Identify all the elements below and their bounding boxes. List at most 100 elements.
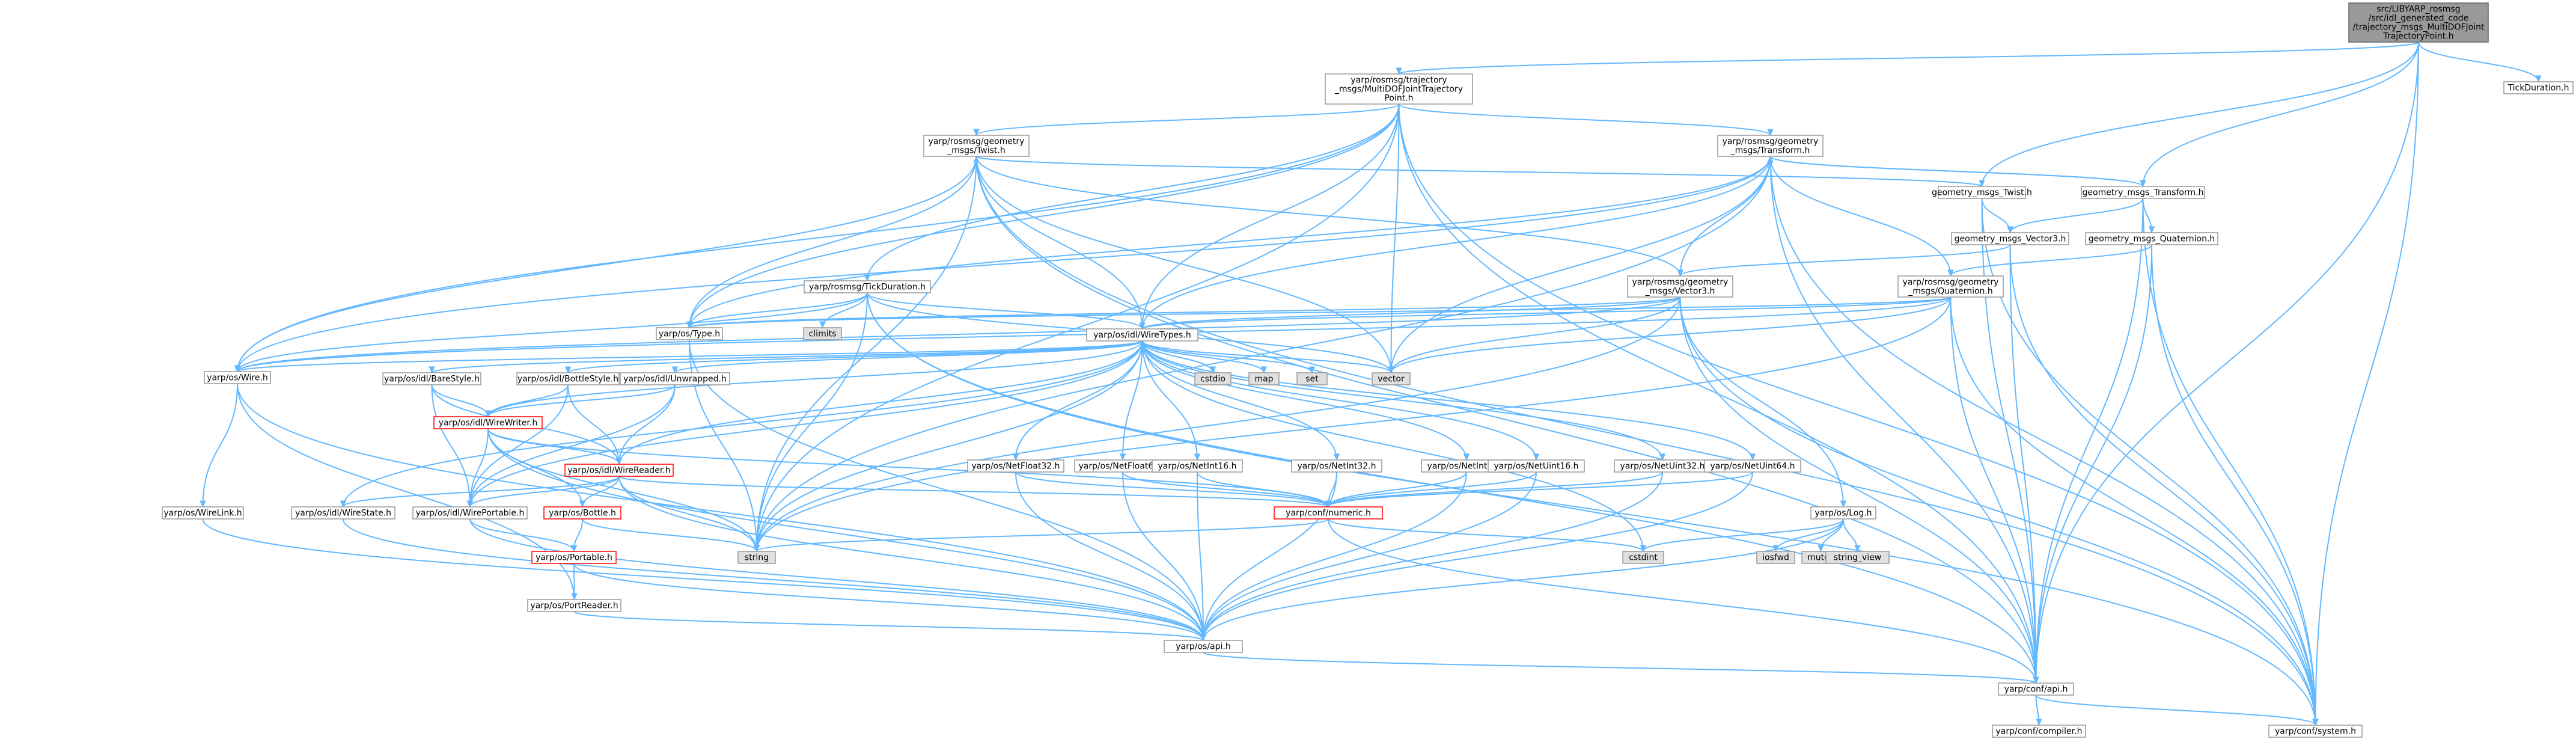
node-unwrapped[interactable]: yarp/os/idl/Unwrapped.h bbox=[620, 372, 730, 385]
edge-wiretypes-to-netint32 bbox=[1141, 340, 1340, 461]
node-netfloat32[interactable]: yarp/os/NetFloat32.h bbox=[967, 459, 1064, 473]
node-label: yarp/os/idl/WireWriter.h bbox=[439, 418, 537, 428]
edge-tickduration-to-climits bbox=[819, 292, 868, 329]
node-map[interactable]: map bbox=[1248, 372, 1280, 385]
node-label: climits bbox=[809, 330, 837, 339]
node-box bbox=[1951, 232, 2069, 245]
node-cstdint[interactable]: cstdint bbox=[1622, 551, 1664, 564]
node-netint32[interactable]: yarp/os/NetInt32.h bbox=[1291, 459, 1382, 473]
node-gm_twist[interactable]: geometry_msgs_Twist.h bbox=[1932, 186, 2032, 199]
node-wiretypes[interactable]: yarp/os/idl/WireTypes.h bbox=[1086, 328, 1198, 342]
node-label: yarp/os/idl/WireReader.h bbox=[567, 466, 670, 476]
node-label: yarp/os/NetFloat64.h bbox=[1078, 462, 1167, 471]
node-box bbox=[1325, 73, 1473, 105]
edge-wiretypes-to-barestyle bbox=[429, 340, 1143, 374]
node-tickduration[interactable]: yarp/rosmsg/TickDuration.h bbox=[804, 280, 931, 293]
node-barestyle[interactable]: yarp/os/idl/BareStyle.h bbox=[382, 372, 481, 385]
node-bottle[interactable]: yarp/os/Bottle.h bbox=[543, 506, 621, 520]
node-wire[interactable]: yarp/os/Wire.h bbox=[204, 371, 271, 384]
node-netuint16[interactable]: yarp/os/NetUint16.h bbox=[1488, 459, 1585, 473]
edge-conf_api-to-compiler bbox=[2035, 694, 2042, 726]
node-label: yarp/conf/system.h bbox=[2275, 727, 2356, 737]
edge-wireportable-to-portable bbox=[469, 518, 578, 553]
edge-geo_vector3-to-system bbox=[1679, 296, 2319, 726]
edge-geo_transform-to-type_h bbox=[686, 156, 1771, 329]
edge-geo_quat-to-system bbox=[1950, 296, 2319, 726]
node-iosfwd[interactable]: iosfwd bbox=[1756, 551, 1795, 564]
edge-gm_quat-to-system bbox=[2151, 244, 2319, 726]
node-label: /src/idl_generated_code bbox=[2369, 14, 2469, 23]
node-label: yarp/os/idl/WireTypes.h bbox=[1093, 331, 1191, 340]
node-label: yarp/os/NetUint64.h bbox=[1710, 462, 1795, 471]
edge-portable-to-portreader bbox=[571, 563, 578, 601]
node-label: yarp/os/idl/WirePortable.h bbox=[416, 509, 525, 518]
edge-wiretypes-to-netfloat32 bbox=[1012, 340, 1143, 461]
edge-gm_transform-to-gm_quat bbox=[2142, 198, 2155, 234]
node-label: yarp/os/NetUint16.h bbox=[1494, 462, 1578, 471]
node-label: yarp/rosmsg/trajectory bbox=[1351, 76, 1447, 85]
node-gm_quat[interactable]: geometry_msgs_Quaternion.h bbox=[2085, 232, 2218, 245]
node-system[interactable]: yarp/conf/system.h bbox=[2268, 725, 2363, 738]
node-box bbox=[737, 551, 776, 564]
node-gm_vector3[interactable]: geometry_msgs_Vector3.h bbox=[1951, 232, 2069, 245]
edge-mdjtp-to-geo_transform bbox=[1398, 103, 1774, 136]
node-vector[interactable]: vector bbox=[1372, 372, 1411, 385]
node-label: iosfwd bbox=[1762, 553, 1789, 563]
edge-wiretypes-to-wire bbox=[234, 340, 1143, 373]
edge-geo_transform-to-wire bbox=[234, 156, 1771, 373]
node-tick_dur_top[interactable]: TickDuration.h bbox=[2503, 81, 2574, 94]
node-cstdio[interactable]: cstdio bbox=[1194, 372, 1232, 385]
node-geo_transform[interactable]: yarp/rosmsg/geometry_msgs/Transform.h bbox=[1717, 135, 1824, 157]
node-string[interactable]: string bbox=[737, 551, 776, 564]
node-label: yarp/os/idl/Unwrapped.h bbox=[623, 375, 727, 384]
node-portreader[interactable]: yarp/os/PortReader.h bbox=[527, 599, 621, 612]
node-wireportable[interactable]: yarp/os/idl/WirePortable.h bbox=[412, 506, 528, 520]
edge-wire-to-wirelink bbox=[200, 383, 238, 508]
node-label: yarp/os/WireLink.h bbox=[163, 509, 242, 518]
node-wirereader[interactable]: yarp/os/idl/WireReader.h bbox=[564, 464, 674, 477]
node-mdjtp[interactable]: yarp/rosmsg/trajectory_msgs/MultiDOFJoin… bbox=[1325, 73, 1473, 105]
node-geo_twist[interactable]: yarp/rosmsg/geometry_msgs/Twist.h bbox=[923, 135, 1030, 157]
node-label: src/LIBYARP_rosmsg bbox=[2376, 5, 2460, 14]
edge-numeric-to-conf_api bbox=[1328, 518, 2039, 684]
edge-netfloat32-to-os_api bbox=[1015, 471, 1207, 642]
node-os_api[interactable]: yarp/os/api.h bbox=[1164, 640, 1243, 653]
edge-wiretypes-to-wireportable bbox=[466, 340, 1143, 508]
edge-conf_api-to-system bbox=[2035, 694, 2319, 726]
node-label: cstdint bbox=[1629, 553, 1658, 563]
node-type_h[interactable]: yarp/os/Type.h bbox=[656, 327, 723, 340]
node-bottlestyle[interactable]: yarp/os/idl/BottleStyle.h bbox=[516, 372, 620, 385]
edge-wire-to-portreader bbox=[237, 383, 578, 601]
node-wirelink[interactable]: yarp/os/WireLink.h bbox=[162, 506, 244, 520]
edge-wireportable-to-os_api bbox=[469, 518, 1207, 642]
edge-gm_transform-to-system bbox=[2142, 198, 2319, 726]
node-geo_vector3[interactable]: yarp/rosmsg/geometry_msgs/Vector3.h bbox=[1627, 275, 1733, 298]
node-netuint32[interactable]: yarp/os/NetUint32.h bbox=[1614, 459, 1711, 473]
edge-log-to-cstdint bbox=[1640, 518, 1844, 553]
node-netfloat64[interactable]: yarp/os/NetFloat64.h bbox=[1074, 459, 1171, 473]
node-compiler[interactable]: yarp/conf/compiler.h bbox=[1992, 725, 2086, 738]
node-geo_quat[interactable]: yarp/rosmsg/geometry_msgs/Quaternion.h bbox=[1897, 275, 2004, 298]
node-climits[interactable]: climits bbox=[803, 327, 842, 340]
node-box bbox=[1627, 275, 1733, 298]
node-root[interactable]: src/LIBYARP_rosmsg/src/idl_generated_cod… bbox=[2348, 2, 2489, 43]
node-conf_api[interactable]: yarp/conf/api.h bbox=[1998, 682, 2074, 696]
node-gm_transform[interactable]: geometry_msgs_Transform.h bbox=[2081, 186, 2205, 199]
node-label: yarp/os/idl/BareStyle.h bbox=[384, 375, 480, 384]
edge-geo_quat-to-wiretypes bbox=[1139, 296, 1952, 330]
edge-mdjtp-to-string bbox=[753, 103, 1400, 553]
node-label: yarp/os/NetInt32.h bbox=[1297, 462, 1376, 471]
node-set[interactable]: set bbox=[1296, 372, 1328, 385]
node-netint16[interactable]: yarp/os/NetInt16.h bbox=[1152, 459, 1243, 473]
node-log[interactable]: yarp/os/Log.h bbox=[1810, 506, 1876, 520]
node-numeric[interactable]: yarp/conf/numeric.h bbox=[1274, 506, 1383, 520]
node-box bbox=[1717, 135, 1824, 157]
node-portable[interactable]: yarp/os/Portable.h bbox=[531, 551, 617, 564]
node-wirestate[interactable]: yarp/os/idl/WireState.h bbox=[291, 506, 395, 520]
edge-netuint64-to-numeric bbox=[1325, 471, 1753, 508]
node-string_view[interactable]: string_view bbox=[1825, 551, 1890, 564]
edge-wiretypes-to-cstdio bbox=[1141, 340, 1216, 374]
node-netuint64[interactable]: yarp/os/NetUint64.h bbox=[1704, 459, 1801, 473]
node-wirewriter[interactable]: yarp/os/idl/WireWriter.h bbox=[433, 416, 543, 429]
